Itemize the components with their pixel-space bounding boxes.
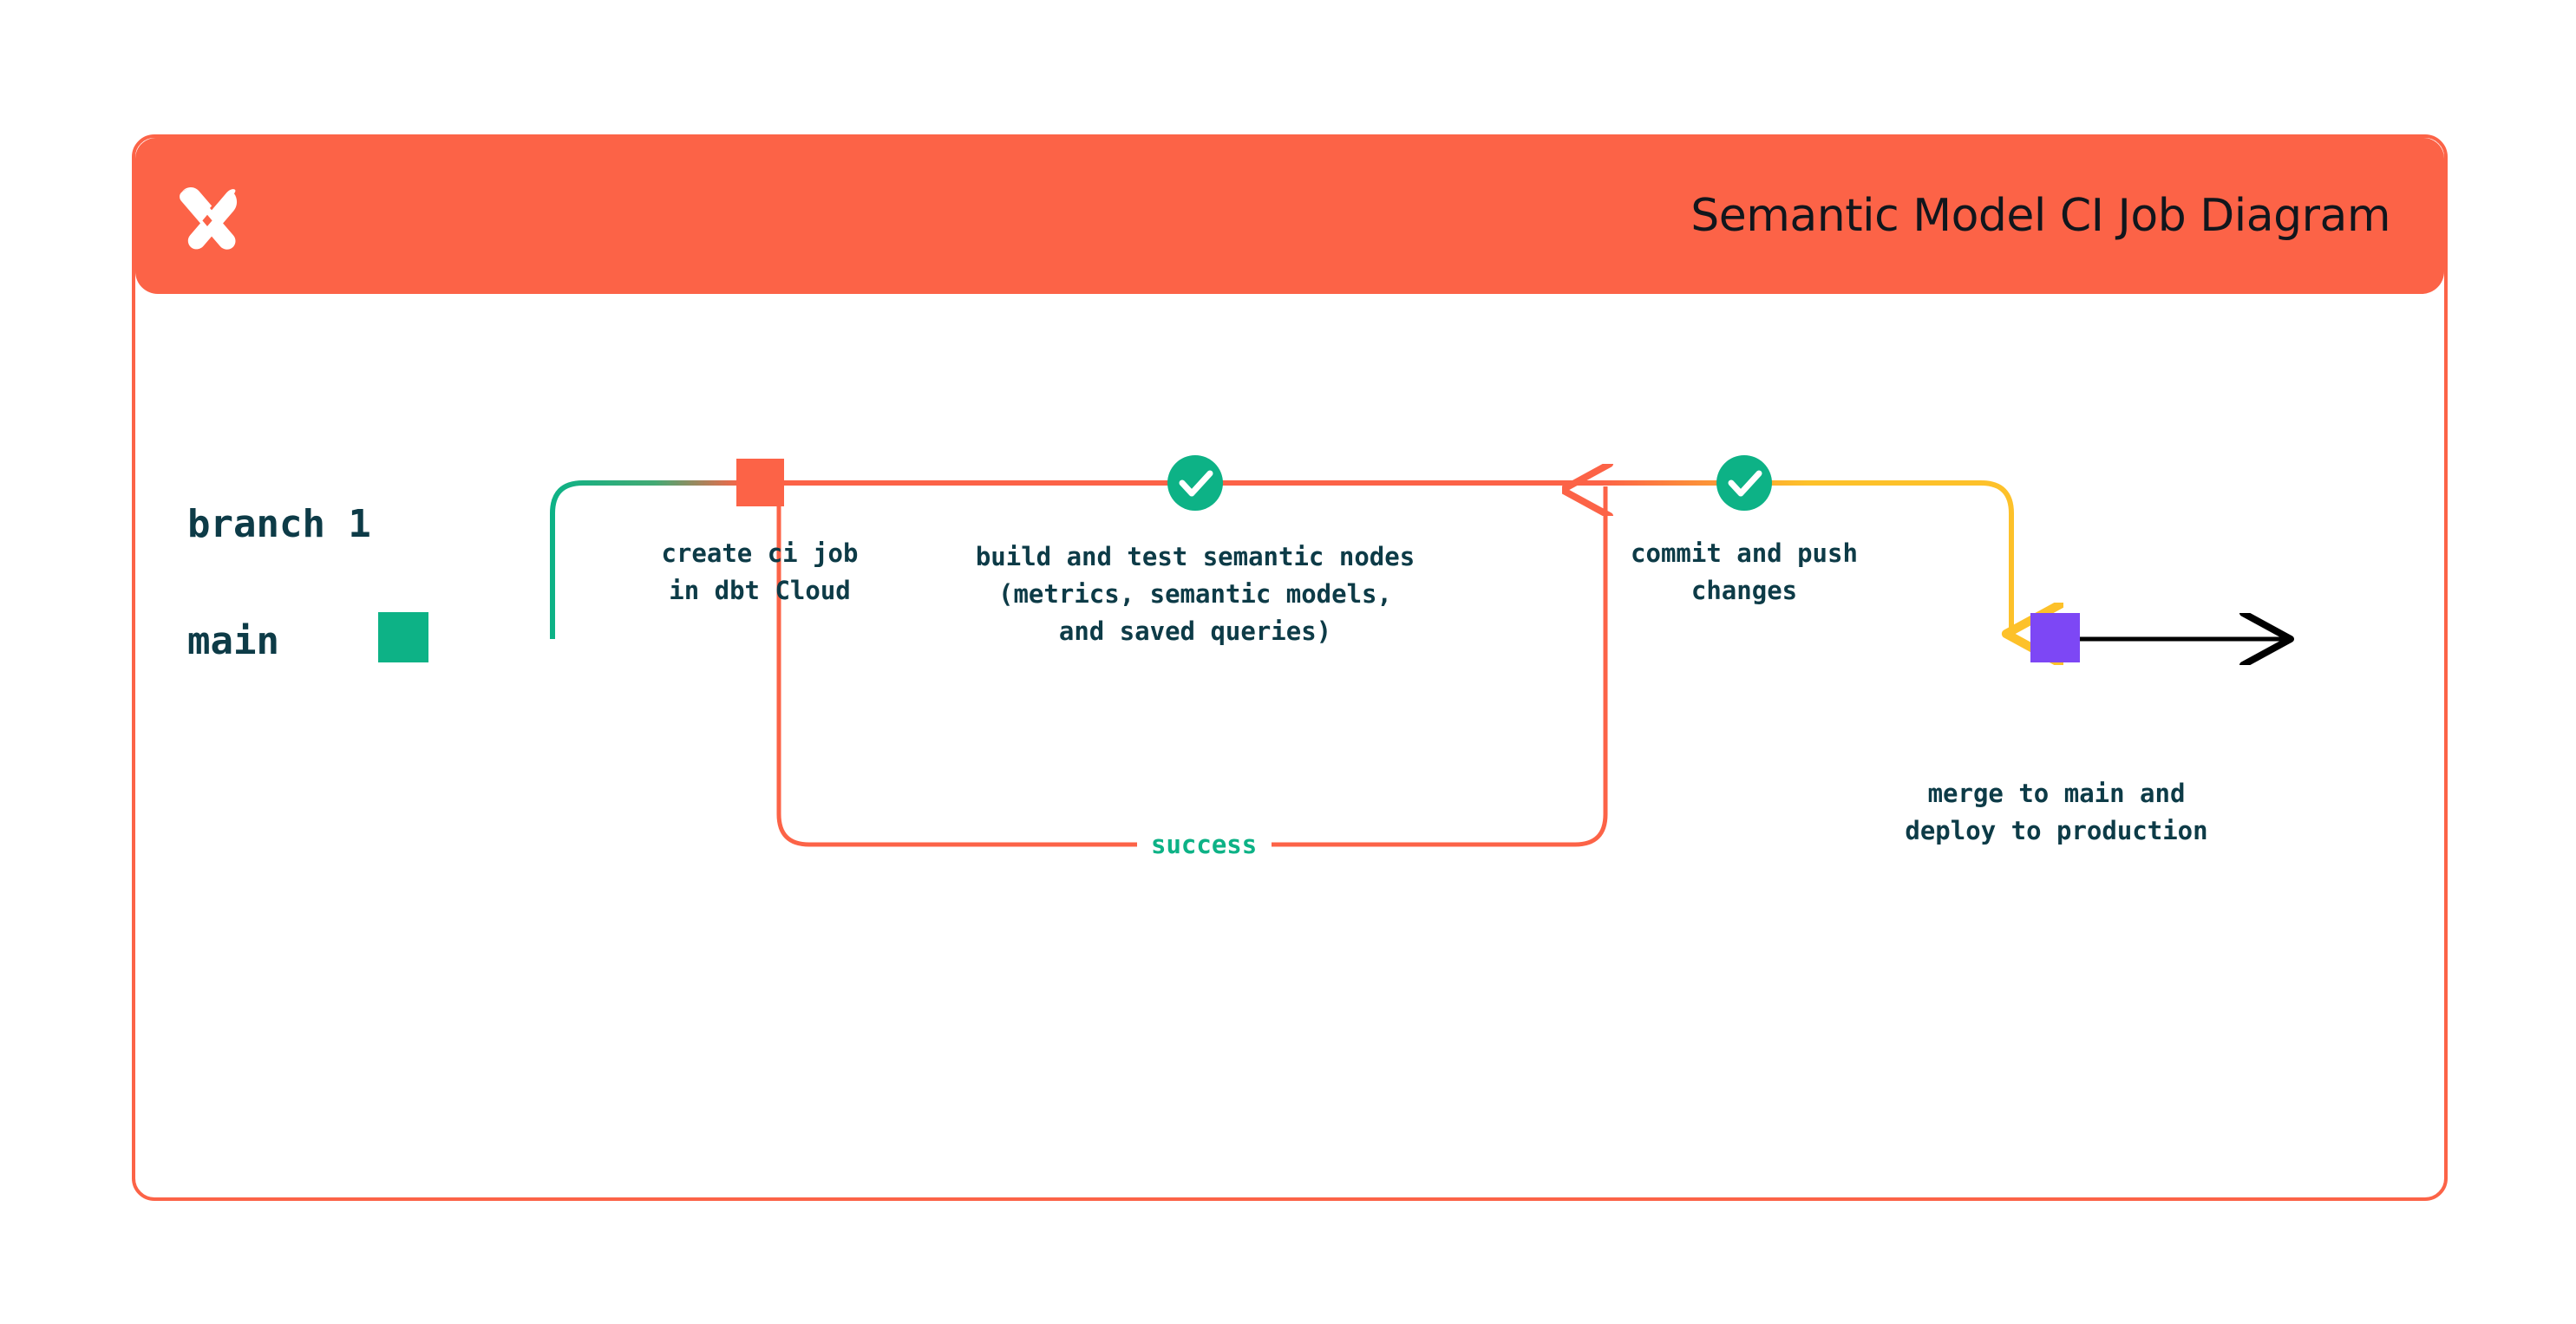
card-header: Semantic Model CI Job Diagram bbox=[135, 138, 2444, 294]
caption-merge-to-main: merge to main and deploy to production bbox=[1905, 779, 2208, 845]
dbt-x-logo-icon bbox=[180, 186, 238, 250]
caption-create-ci-job: create ci job in dbt Cloud bbox=[661, 538, 859, 605]
merge-to-main-marker bbox=[2030, 613, 2080, 662]
card-body: Semantic Model CI Job Diagram bbox=[132, 134, 2448, 1201]
lane-label-main: main bbox=[187, 619, 279, 663]
branch-1-line bbox=[550, 480, 2014, 639]
check-icon bbox=[1728, 470, 1762, 497]
build-and-test-marker bbox=[1167, 455, 1223, 511]
success-loop-left bbox=[776, 486, 1137, 847]
check-icon bbox=[1179, 470, 1213, 497]
caption-commit-and-push: commit and push changes bbox=[1631, 538, 1858, 605]
success-loop-right bbox=[1272, 486, 1608, 847]
ci-job-diagram: branch 1 main create ci job in dbt Cloud… bbox=[135, 294, 2451, 1201]
diagram-card: Semantic Model CI Job Diagram bbox=[132, 134, 2448, 1201]
caption-build-and-test: build and test semantic nodes (metrics, … bbox=[975, 542, 1415, 646]
diagram-canvas bbox=[378, 455, 2451, 847]
commit-and-push-marker bbox=[1716, 455, 1772, 511]
lane-label-branch-1: branch 1 bbox=[187, 502, 371, 546]
create-ci-job-marker bbox=[736, 459, 784, 506]
page-title: Semantic Model CI Job Diagram bbox=[1690, 190, 2390, 242]
main-start-marker bbox=[378, 612, 428, 662]
edge-label-success: success bbox=[1137, 830, 1272, 859]
